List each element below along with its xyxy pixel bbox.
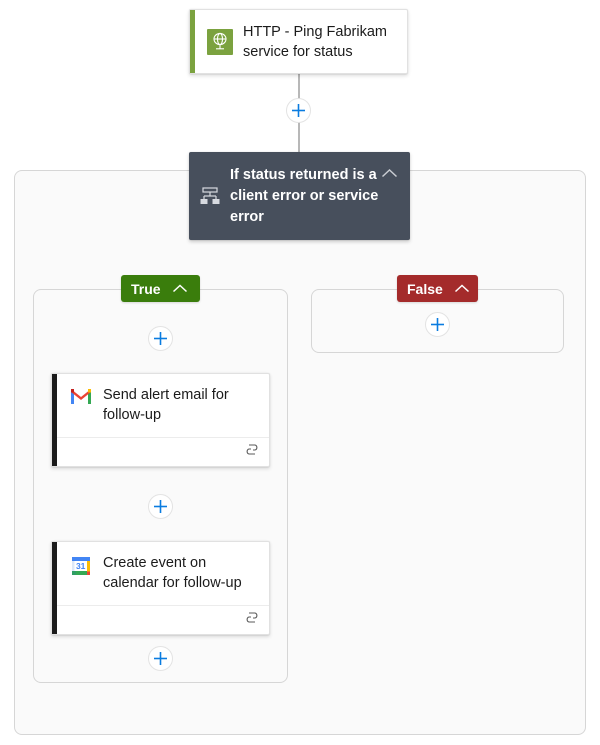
add-step-true-top[interactable] xyxy=(148,326,173,351)
action-title: Create event on calendar for follow-up xyxy=(103,555,242,591)
action-card-header: 31 Create event on calendar for follow-u… xyxy=(52,542,269,605)
action-card-footer xyxy=(52,437,269,466)
action-card-footer xyxy=(52,605,269,634)
card-accent-bar xyxy=(190,10,195,73)
add-step-true-bottom[interactable] xyxy=(148,646,173,671)
action-title: Send alert email for follow-up xyxy=(103,387,229,423)
svg-text:31: 31 xyxy=(76,561,86,571)
condition-title: If status returned is a client error or … xyxy=(230,166,379,225)
chevron-up-icon[interactable] xyxy=(381,166,398,184)
trigger-card-http[interactable]: HTTP - Ping Fabrikam service for status xyxy=(189,9,408,74)
gmail-icon xyxy=(69,385,93,406)
action-card-create-event[interactable]: 31 Create event on calendar for follow-u… xyxy=(51,541,270,635)
branch-badge-false[interactable]: False xyxy=(397,275,478,302)
trigger-card-header: HTTP - Ping Fabrikam service for status xyxy=(190,10,407,73)
card-accent-bar xyxy=(52,542,57,634)
card-accent-bar xyxy=(52,374,57,466)
condition-branch-icon xyxy=(199,185,221,207)
chevron-up-icon[interactable] xyxy=(454,281,470,297)
http-globe-icon xyxy=(207,28,233,55)
connection-link-icon[interactable] xyxy=(244,443,260,461)
branch-label-false: False xyxy=(407,280,443,297)
google-calendar-icon: 31 xyxy=(69,553,93,578)
add-step-false[interactable] xyxy=(425,312,450,337)
trigger-title: HTTP - Ping Fabrikam service for status xyxy=(243,23,387,60)
action-card-header: Send alert email for follow-up xyxy=(52,374,269,437)
branch-label-true: True xyxy=(131,280,161,297)
connection-link-icon[interactable] xyxy=(244,611,260,629)
condition-node[interactable]: If status returned is a client error or … xyxy=(189,152,410,240)
action-card-send-email[interactable]: Send alert email for follow-up xyxy=(51,373,270,467)
chevron-up-icon[interactable] xyxy=(172,281,188,297)
add-step-after-trigger[interactable] xyxy=(286,98,311,123)
add-step-true-middle[interactable] xyxy=(148,494,173,519)
branch-badge-true[interactable]: True xyxy=(121,275,200,302)
